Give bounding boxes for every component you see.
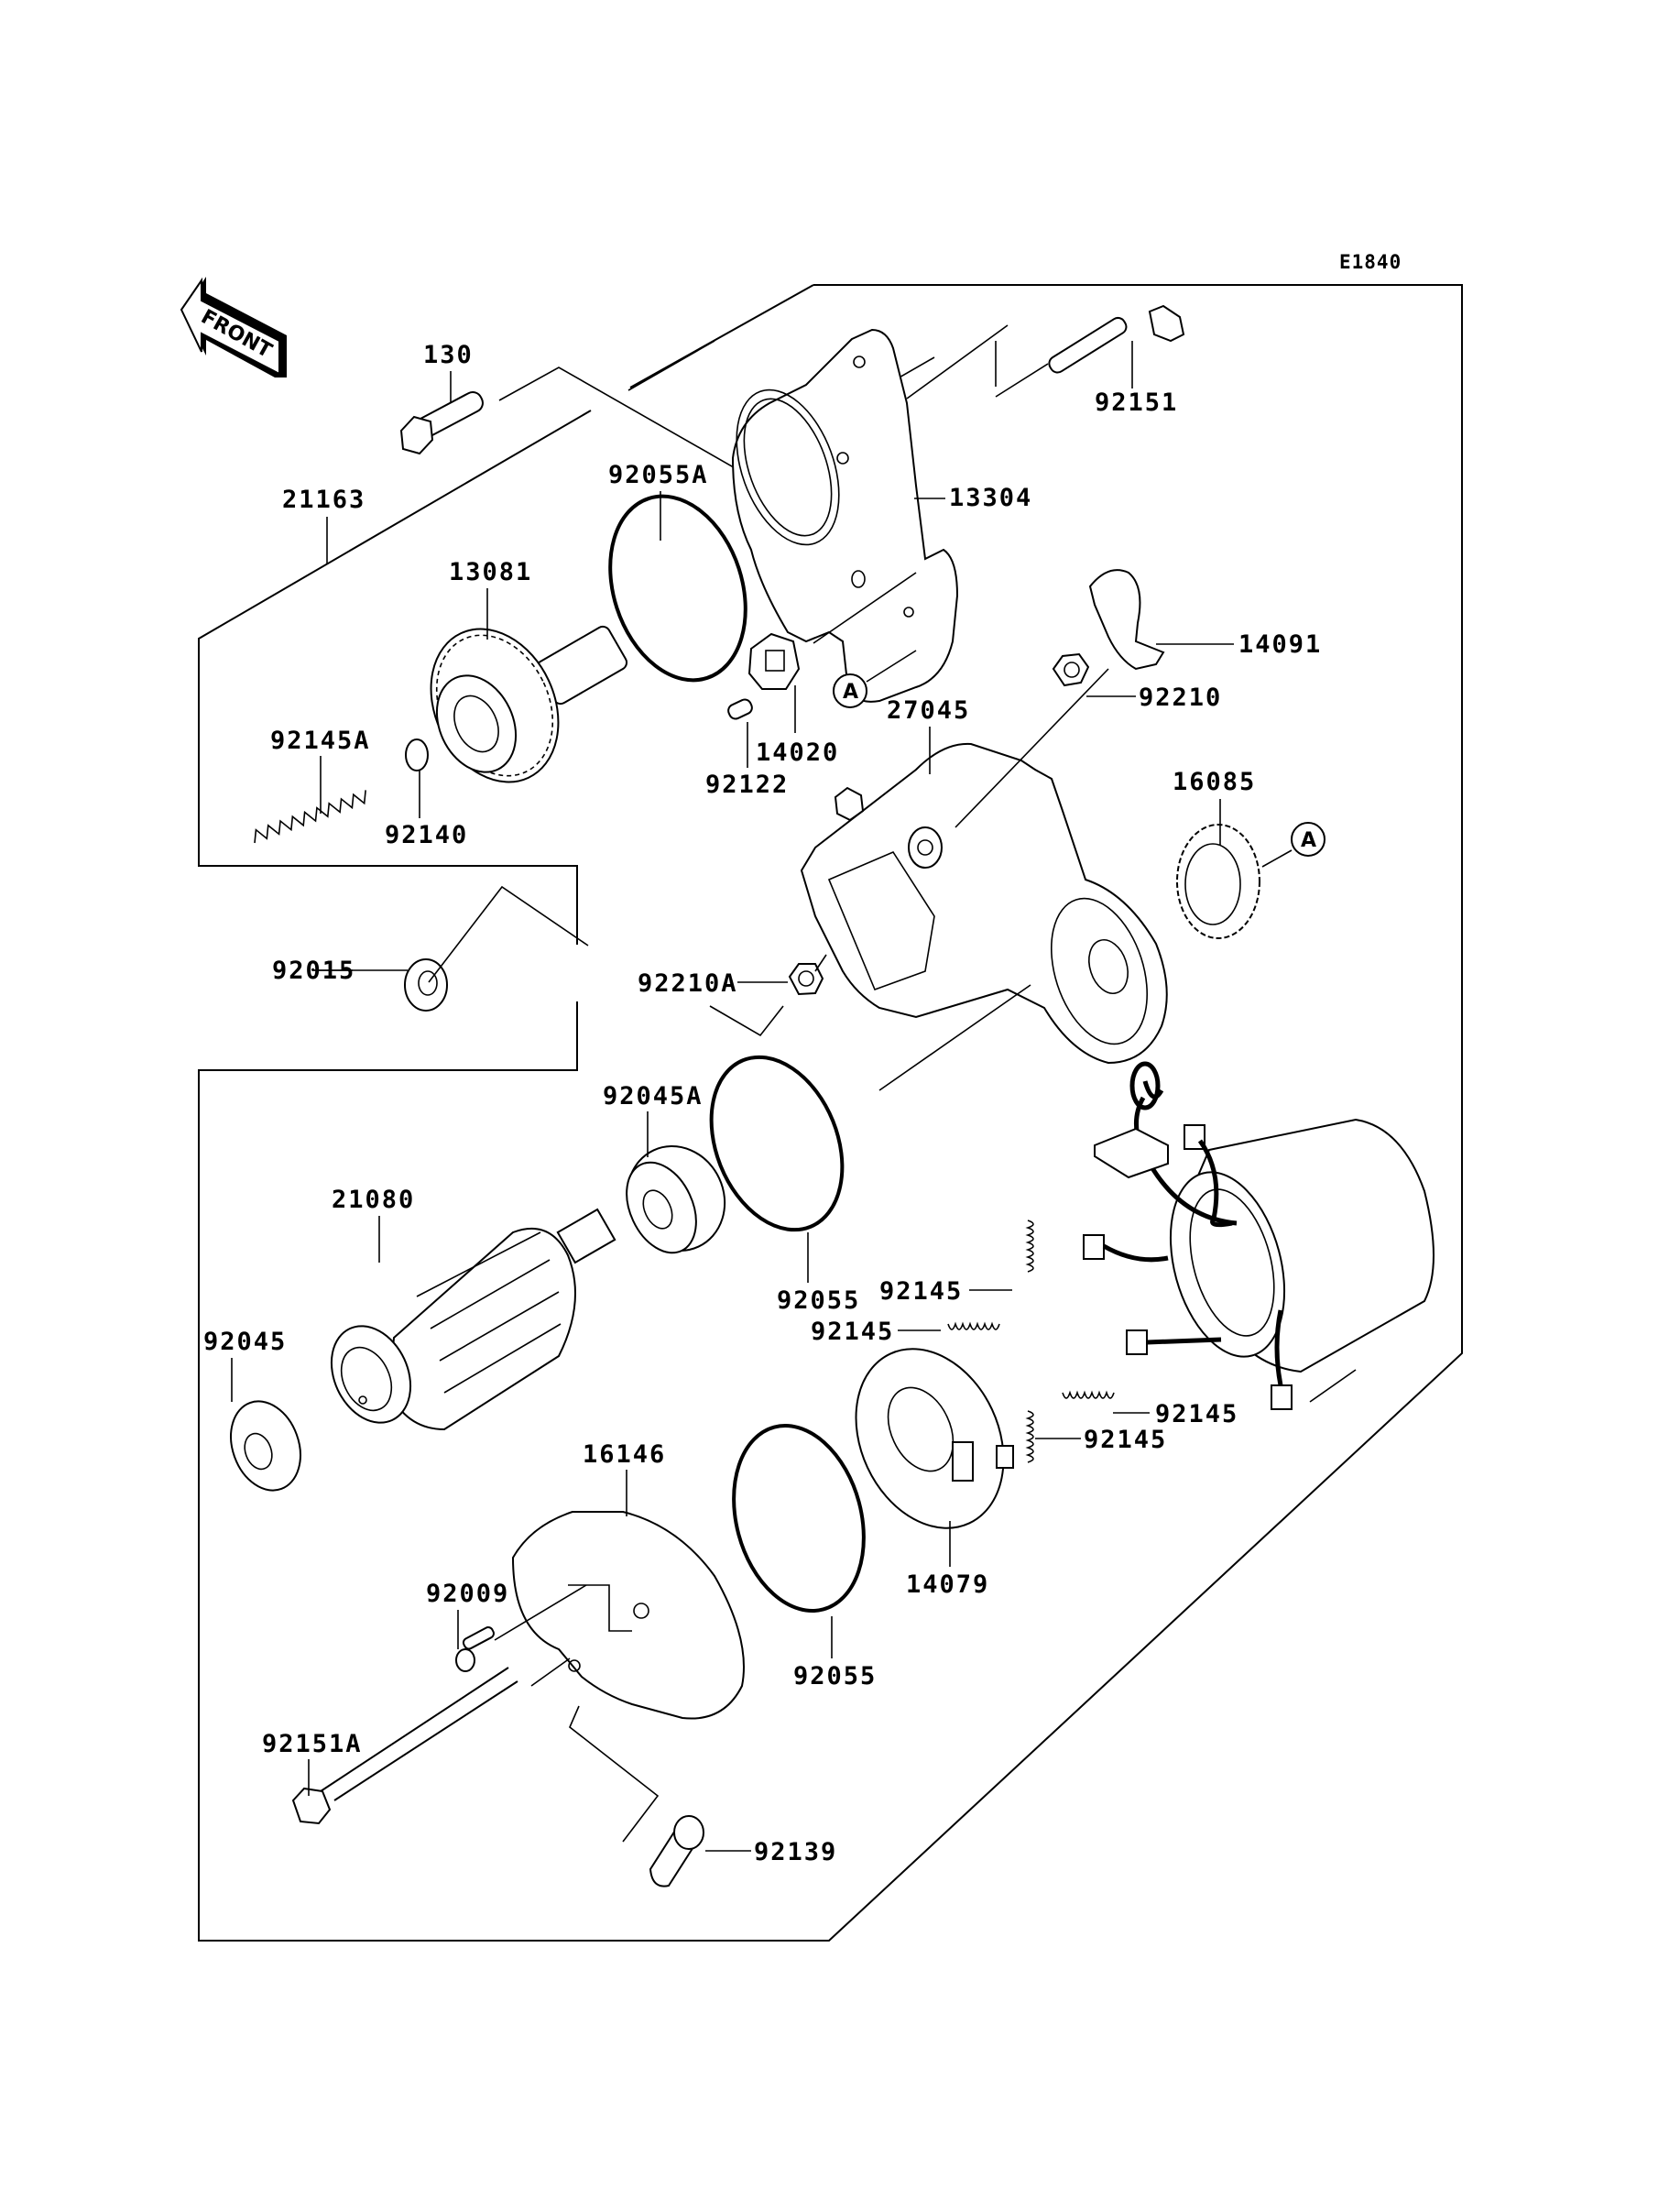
label-92055-lower: 92055 [793, 1662, 877, 1690]
label-21080: 21080 [332, 1186, 415, 1214]
svg-text:A: A [843, 681, 858, 704]
part-92045A-bearing [626, 1145, 726, 1254]
svg-text:A: A [1301, 829, 1316, 852]
label-16085: 16085 [1173, 768, 1256, 796]
part-130-bolt [399, 371, 484, 455]
part-92210-nut [1052, 652, 1090, 687]
part-14091-terminal-cap [1088, 569, 1165, 671]
part-92139-grommet [569, 1705, 704, 1887]
part-14020-coupling [747, 572, 917, 690]
reference-marker-a-upper: A [833, 650, 917, 708]
label-92145-d: 92145 [1084, 1426, 1167, 1454]
label-92122: 92122 [705, 771, 789, 799]
part-92145-spring-a [1025, 1220, 1034, 1273]
label-92210: 92210 [1139, 684, 1222, 712]
label-92151A: 92151A [262, 1730, 363, 1758]
part-13304-housing [731, 324, 1009, 703]
label-92140: 92140 [385, 821, 468, 849]
part-92151A-through-bolt [291, 1657, 571, 1825]
front-arrow-icon: FRONT [180, 277, 287, 377]
label-16146: 16146 [583, 1440, 666, 1469]
label-92055A: 92055A [608, 461, 709, 489]
part-92055-o-ring-lower [732, 1423, 866, 1614]
part-92210A-nut [709, 954, 827, 1037]
label-14091: 14091 [1238, 630, 1322, 659]
part-92145-spring-c [1062, 1390, 1115, 1399]
label-14020: 14020 [756, 738, 839, 767]
label-92139: 92139 [754, 1838, 837, 1866]
part-14079-brush-holder [855, 1348, 1014, 1529]
part-92145A-spring [254, 790, 366, 844]
part-92015-washer [404, 885, 589, 1012]
label-13081: 13081 [449, 558, 532, 586]
part-13081-starter-clutch [430, 625, 628, 783]
label-92015: 92015 [272, 957, 355, 985]
part-21080-armature [330, 1208, 616, 1431]
part-92140-ball [405, 738, 429, 771]
part-16146-end-cover [511, 1511, 745, 1720]
part-92145-spring-b [947, 1321, 1000, 1330]
label-92145-a: 92145 [879, 1277, 963, 1306]
label-92210A: 92210A [638, 969, 738, 998]
reference-marker-a-right: A [1261, 822, 1325, 868]
label-92045: 92045 [203, 1328, 287, 1356]
part-92151-bolt [1048, 304, 1185, 374]
label-92055-upper: 92055 [777, 1286, 860, 1315]
part-92122-pin [727, 698, 753, 720]
label-92145A: 92145A [270, 727, 371, 755]
label-92009: 92009 [426, 1580, 509, 1608]
part-yoke-brush-assembly [1083, 1061, 1435, 1410]
label-92145-b: 92145 [811, 1318, 894, 1346]
part-16085-gear [1176, 824, 1260, 939]
part-92045-bearing [230, 1400, 301, 1492]
part-92145-spring-d [1025, 1410, 1034, 1463]
label-92145-c: 92145 [1155, 1400, 1238, 1428]
label-92045A: 92045A [603, 1082, 704, 1110]
part-92055-o-ring-upper [709, 1055, 845, 1232]
part-92009-screw [455, 1584, 587, 1672]
label-13304: 13304 [949, 484, 1032, 512]
part-27045-starter-bracket [800, 668, 1168, 1091]
label-92151: 92151 [1095, 388, 1178, 417]
diagram-code: E1840 [1339, 251, 1402, 273]
label-21163: 21163 [282, 486, 365, 514]
label-14079: 14079 [906, 1570, 989, 1599]
part-92055A-o-ring [608, 494, 747, 683]
label-130: 130 [423, 341, 474, 369]
label-27045: 27045 [887, 696, 970, 725]
